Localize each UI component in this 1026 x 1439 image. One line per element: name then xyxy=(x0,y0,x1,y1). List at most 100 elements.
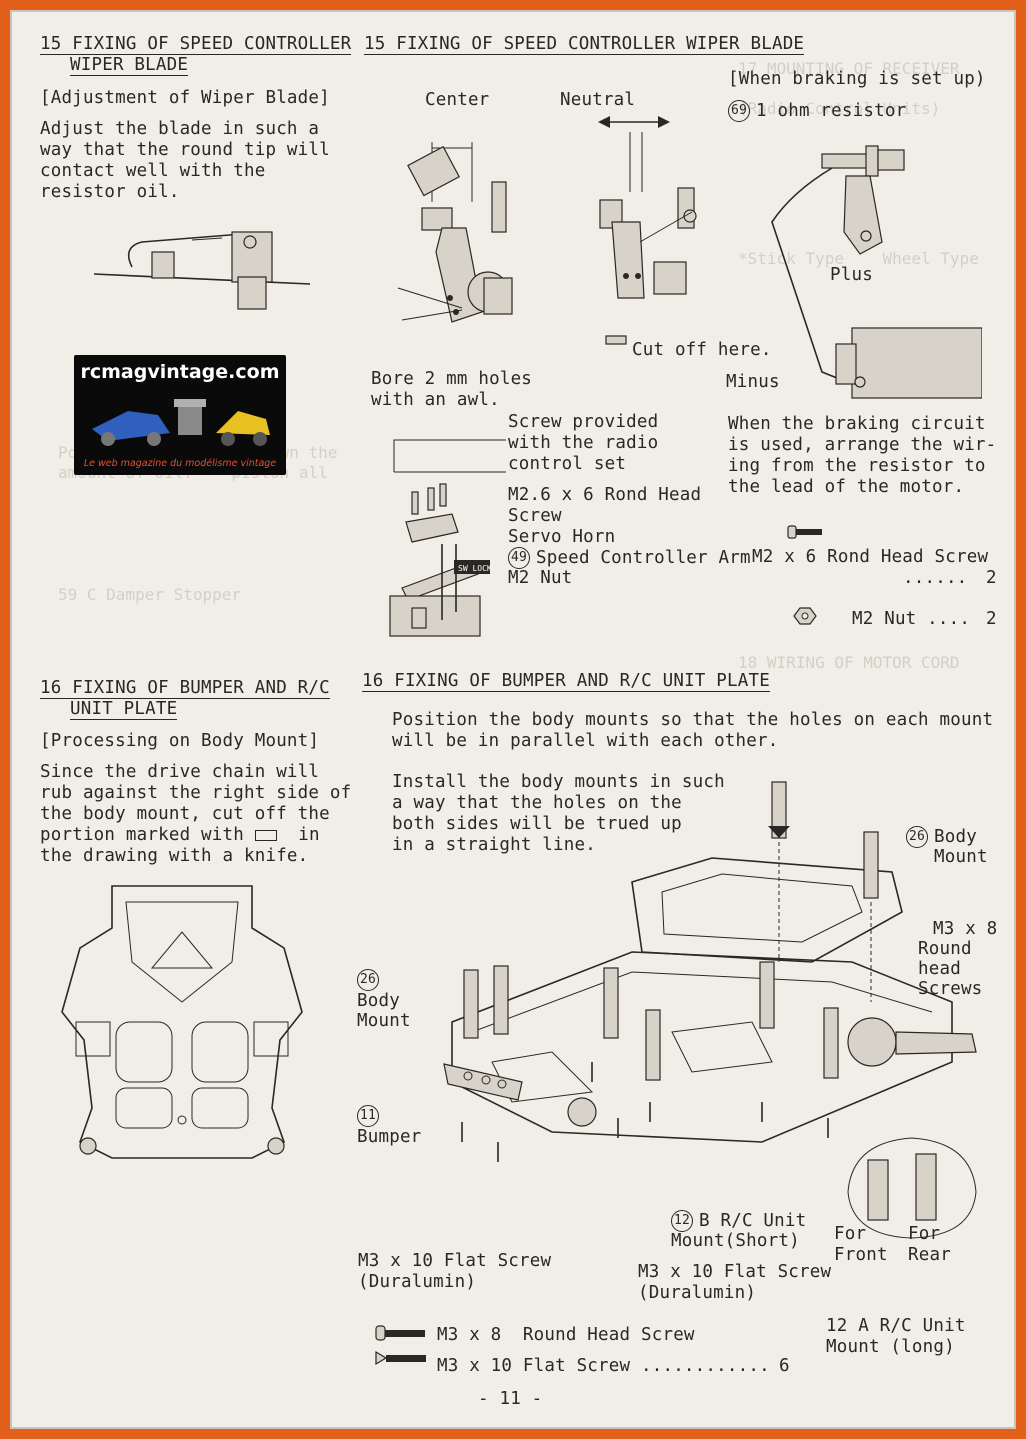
screw-icons xyxy=(375,1325,426,1366)
body-mount-instructions: the drawing with a knife. xyxy=(40,846,309,866)
section-16-heading: 16 FIXING OF BUMPER AND R/C xyxy=(40,678,330,699)
rc-unit-plate-drawing xyxy=(61,885,303,1159)
part-number-badge: 49 xyxy=(508,547,530,569)
label-neutral: Neutral xyxy=(560,90,636,110)
bleed-through-text: 59 C Damper Stopper xyxy=(58,585,242,604)
label-center: Center xyxy=(425,90,490,110)
braking-note-line: When the braking circuit xyxy=(728,414,986,434)
chassis-assembly-drawing xyxy=(443,781,977,1162)
section-15-heading: 15 FIXING OF SPEED CONTROLLER xyxy=(40,34,352,55)
body-mount-instructions: the body mount, cut off the xyxy=(40,804,330,824)
label-minus: Minus xyxy=(726,372,780,392)
flat-screw-right-label: (Duralumin) xyxy=(638,1283,757,1303)
label-body-mount-left: 26 xyxy=(357,969,385,991)
wiper-blade-drawing xyxy=(93,231,311,310)
label-m2-nut: M2 Nut xyxy=(508,568,573,588)
part-m2-nut: M2 Nut .... xyxy=(852,609,971,629)
part-number-badge: 26 xyxy=(906,826,928,848)
wiper-instructions-line: way that the round tip will xyxy=(40,140,330,160)
label-bumper: Bumper xyxy=(357,1127,422,1147)
label-m3x8-round: Round xyxy=(918,939,972,959)
label-long-mount: Mount (long) xyxy=(826,1337,955,1357)
bore-holes-note: Bore 2 mm holes xyxy=(371,369,533,389)
bleed-through-text: *Stick Type Wheel Type xyxy=(738,249,979,268)
logo-subtitle: Le web magazine du modélisme vintage xyxy=(83,458,277,469)
part-m2-screw-qty: 2 xyxy=(986,568,997,588)
label-cut-off: Cut off here. xyxy=(632,340,772,360)
body-mount-instructions: rub against the right side of xyxy=(40,783,352,803)
screw-provided-note: Screw provided xyxy=(508,412,659,432)
wiper-positions-drawing xyxy=(397,116,697,345)
braking-note-line: ing from the resistor to xyxy=(728,456,986,476)
page-number: - 11 - xyxy=(478,1389,543,1409)
flat-screw-right-label: M3 x 10 Flat Screw xyxy=(638,1262,832,1282)
position-note: Position the body mounts so that the hol… xyxy=(392,710,994,730)
bore-holes-note: with an awl. xyxy=(371,390,500,410)
flat-screw-left-label: (Duralumin) xyxy=(358,1272,477,1292)
label-body-mount-right: Mount xyxy=(934,847,988,867)
install-note: a way that the holes on the xyxy=(392,793,682,813)
servo-horn-drawing: SW LOCK xyxy=(389,439,506,637)
section-15-right-heading: 15 FIXING OF SPEED CONTROLLER WIPER BLAD… xyxy=(364,34,805,55)
rc-unit-mount-comparison xyxy=(847,1137,977,1239)
part-m3x10-flat: M3 x 10 Flat Screw ............ xyxy=(437,1356,770,1376)
section-16-heading-line2: UNIT PLATE xyxy=(70,699,178,720)
label-for-rear: For xyxy=(908,1224,941,1244)
wiper-instructions-line: resistor oil. xyxy=(40,182,180,202)
part-m3x10-flat-qty: 6 xyxy=(779,1356,790,1376)
parts-icons xyxy=(787,525,822,625)
body-mount-subheading: [Processing on Body Mount] xyxy=(40,731,320,751)
part-m2-nut-qty: 2 xyxy=(986,609,997,629)
part-number-badge: 69 xyxy=(728,100,750,122)
bleed-through-text: (Radio Control Units) xyxy=(738,99,941,118)
label-rond-head-screw: M2.6 x 6 Rond Head xyxy=(508,485,702,505)
part-m2-screw-dots: ...... xyxy=(903,568,968,588)
label-long-mount: 12 A R/C Unit xyxy=(826,1316,966,1336)
braking-resistor-drawing xyxy=(771,145,982,399)
position-note: will be in parallel with each other. xyxy=(392,731,779,751)
manual-page: 17 MOUNTING OF RECEIVER (Radio Control U… xyxy=(10,10,1016,1429)
label-rond-head-screw: Screw xyxy=(508,506,562,526)
body-mount-instructions: portion marked with in xyxy=(40,825,320,845)
label-body-mount-left: Body xyxy=(357,991,400,1011)
section-15-heading-line2: WIPER BLADE xyxy=(70,55,189,76)
wiper-instructions-line: contact well with the xyxy=(40,161,266,181)
braking-note-line: is used, arrange the wir- xyxy=(728,435,997,455)
bleed-through-text: 17 MOUNTING OF RECEIVER xyxy=(738,59,960,78)
logo-title: rcmagvintage.com xyxy=(80,361,280,383)
install-note: both sides will be trued up xyxy=(392,814,682,834)
label-m3x8-round: head xyxy=(918,959,961,979)
label-servo-horn: Servo Horn xyxy=(508,527,616,547)
label-for-front: Front xyxy=(834,1245,888,1265)
install-note: Install the body mounts in such xyxy=(392,772,725,792)
label-m3x8-round: M3 x 8 xyxy=(933,919,998,939)
sw-lock-label: SW LOCK xyxy=(458,564,492,573)
wiper-instructions-line: Adjust the blade in such a xyxy=(40,119,320,139)
flat-screw-left-label: M3 x 10 Flat Screw xyxy=(358,1251,552,1271)
label-braking-setup: [When braking is set up) xyxy=(728,69,986,89)
screw-provided-note: with the radio xyxy=(508,433,659,453)
body-mount-instructions: Since the drive chain will xyxy=(40,762,320,782)
screw-provided-note: control set xyxy=(508,454,627,474)
label-for-rear: Rear xyxy=(908,1245,951,1265)
label-body-mount-left: Mount xyxy=(357,1011,411,1031)
section-16-right-heading: 16 FIXING OF BUMPER AND R/C UNIT PLATE xyxy=(362,671,770,692)
braking-note-line: the lead of the motor. xyxy=(728,477,965,497)
part-number-badge: 11 xyxy=(357,1105,379,1127)
part-number-badge: 26 xyxy=(357,969,379,991)
part-m3x8-round: M3 x 8 Round Head Screw xyxy=(437,1325,695,1345)
part-m2-screw: M2 x 6 Rond Head Screw xyxy=(752,547,989,567)
logo-cars-image xyxy=(92,399,270,446)
install-note: in a straight line. xyxy=(392,835,596,855)
label-plus: Plus xyxy=(830,265,873,285)
label-bumper: 11 xyxy=(357,1105,385,1127)
label-for-front: For xyxy=(834,1224,867,1244)
rcmagvintage-logo: rcmagvintage.com Le web magazine du modé… xyxy=(74,355,286,475)
part-number-badge: 12 xyxy=(671,1210,693,1232)
bleed-through-text: 18 WIRING OF MOTOR CORD xyxy=(738,653,960,672)
wiper-adjust-subheading: [Adjustment of Wiper Blade] xyxy=(40,88,330,108)
